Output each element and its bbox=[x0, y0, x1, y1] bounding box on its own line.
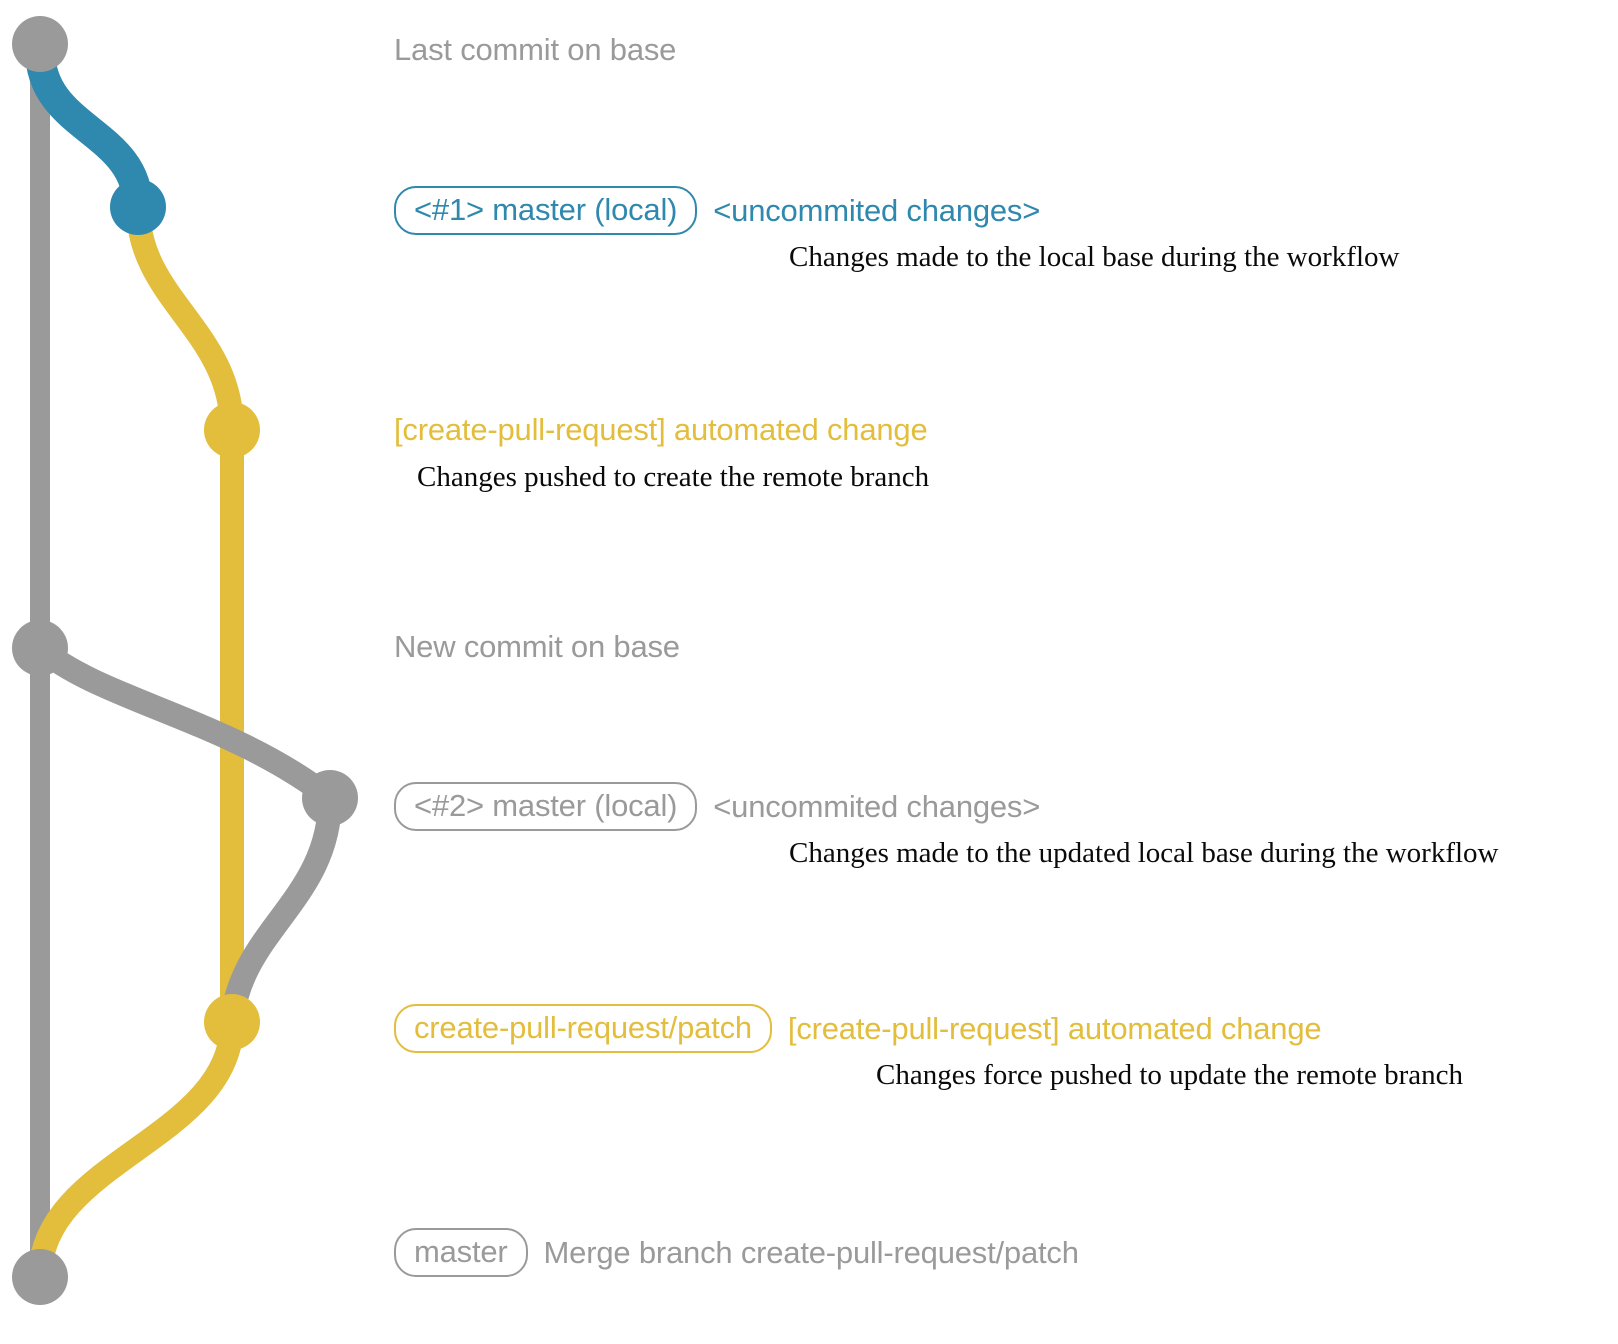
branch-badge-master-local-1[interactable]: <#1> master (local) bbox=[394, 186, 698, 235]
row-head: <#2> master (local) <uncommited changes> bbox=[394, 782, 1040, 831]
commit-subject-automated-change-1: [create-pull-request] automated change bbox=[394, 412, 928, 447]
branch-badge-master-local-2[interactable]: <#2> master (local) bbox=[394, 782, 698, 831]
commit-node-create-pull-request-patch[interactable] bbox=[204, 994, 260, 1050]
graph-row-automated-change-1: [create-pull-request] automated change bbox=[394, 414, 928, 445]
graph-row-master-local-1: <#1> master (local) <uncommited changes> bbox=[394, 186, 1040, 235]
commit-node-master-local-1[interactable] bbox=[110, 179, 166, 235]
row-head: New commit on base bbox=[394, 631, 680, 662]
patch-branch-yellow-upper-line bbox=[126, 195, 244, 442]
branch-badge-master[interactable]: master bbox=[394, 1228, 528, 1277]
branch-badge-create-pull-request-patch[interactable]: create-pull-request/patch bbox=[394, 1004, 772, 1053]
row-head: master Merge branch create-pull-request/… bbox=[394, 1228, 1079, 1277]
patch-merge-yellow-line bbox=[28, 1010, 244, 1289]
graph-row-last-commit-on-base: Last commit on base bbox=[394, 34, 676, 65]
commit-node-new-commit-on-base[interactable] bbox=[12, 620, 68, 676]
local-branch-gray-out-line bbox=[28, 636, 342, 810]
graph-row-master-local-2: <#2> master (local) <uncommited changes> bbox=[394, 782, 1040, 831]
commit-description-automated-change-1: Changes pushed to create the remote bran… bbox=[417, 461, 930, 493]
commit-node-last-commit-on-base[interactable] bbox=[12, 16, 68, 72]
commit-subject-master-merge: Merge branch create-pull-request/patch bbox=[543, 1235, 1079, 1270]
row-head: <#1> master (local) <uncommited changes> bbox=[394, 186, 1040, 235]
row-head: create-pull-request/patch [create-pull-r… bbox=[394, 1004, 1322, 1053]
commit-node-automated-change-1[interactable] bbox=[204, 402, 260, 458]
commit-node-master-local-2[interactable] bbox=[302, 770, 358, 826]
commit-description-create-pull-request-patch: Changes force pushed to update the remot… bbox=[876, 1059, 1464, 1091]
commit-node-master-merge[interactable] bbox=[12, 1249, 68, 1305]
row-head: [create-pull-request] automated change bbox=[394, 414, 928, 445]
commit-subject-master-local-1: <uncommited changes> bbox=[713, 193, 1041, 228]
commit-description-master-local-1: Changes made to the local base during th… bbox=[789, 241, 1400, 273]
commit-description-master-local-2: Changes made to the updated local base d… bbox=[789, 837, 1499, 869]
row-head: Last commit on base bbox=[394, 34, 676, 65]
commit-subject-master-local-2: <uncommited changes> bbox=[713, 789, 1041, 824]
commit-subject-create-pull-request-patch: [create-pull-request] automated change bbox=[787, 1011, 1322, 1046]
graph-row-create-pull-request-patch: create-pull-request/patch [create-pull-r… bbox=[394, 1004, 1322, 1053]
commit-subject-last-commit-on-base: Last commit on base bbox=[394, 32, 677, 67]
local-branch-gray-in-line bbox=[220, 786, 342, 1034]
commit-subject-new-commit-on-base: New commit on base bbox=[394, 629, 680, 664]
graph-row-new-commit-on-base: New commit on base bbox=[394, 631, 680, 662]
graph-row-master-merge: master Merge branch create-pull-request/… bbox=[394, 1228, 1079, 1277]
